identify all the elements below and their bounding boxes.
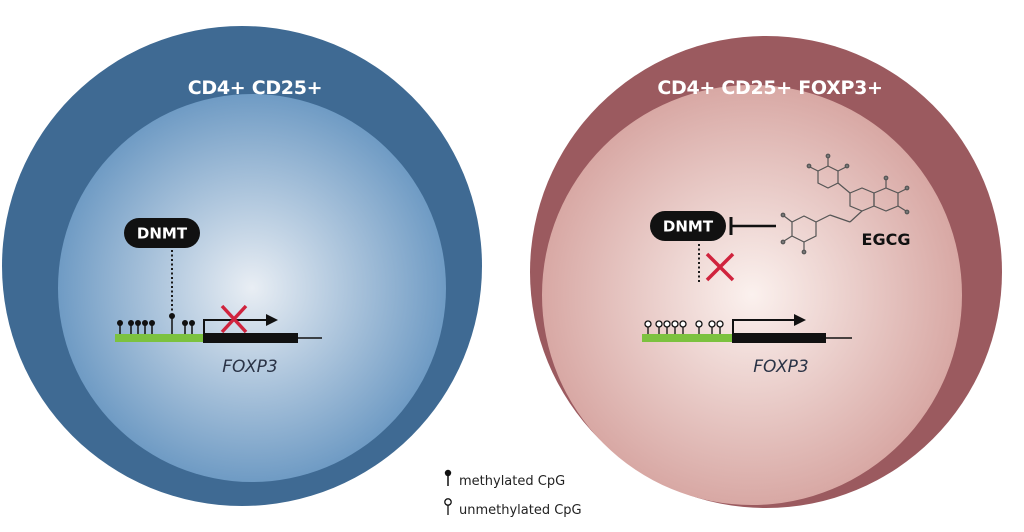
legend-unmethylated-icon <box>444 498 452 515</box>
egcg-label: EGCG <box>862 230 911 249</box>
methylated-cpg-marker <box>182 320 188 334</box>
right-cell: CD4+ CD25+ FOXP3+ DNMT <box>530 36 1002 508</box>
left-dnmt-label: DNMT <box>137 225 188 243</box>
right-foxp3-promoter <box>642 334 732 342</box>
methylated-cpg-marker <box>128 320 134 334</box>
methylated-cpg-marker <box>189 320 195 334</box>
right-tss-arrow <box>732 319 796 333</box>
right-tss-arrowhead <box>794 314 806 326</box>
left-tss-arrow <box>203 319 268 333</box>
unmethylated-cpg-marker <box>708 320 716 334</box>
legend-unmethylated-label: unmethylated CpG <box>459 503 582 518</box>
left-tss-arrowhead <box>266 314 278 326</box>
left-foxp3-gene-body <box>203 333 298 343</box>
right-cell-title: CD4+ CD25+ FOXP3+ <box>657 77 882 99</box>
unmethylated-cpg-marker <box>716 320 724 334</box>
methylated-cpg-marker <box>117 320 123 334</box>
unmethylated-cpg-marker <box>644 320 652 334</box>
right-dnmt-pill <box>650 211 726 241</box>
legend: methylated CpG unmethylated CpG <box>444 469 582 518</box>
right-unmethylated-cpg-group <box>644 320 724 334</box>
left-gene-label: FOXP3 <box>222 357 277 377</box>
unmethylated-cpg-marker <box>679 320 687 334</box>
right-dnmt-badge: DNMT <box>650 211 726 241</box>
left-methylated-cpg-group <box>117 313 195 334</box>
unmethylated-cpg-marker <box>671 320 679 334</box>
unmethylated-cpg-marker <box>655 320 663 334</box>
methylated-cpg-marker <box>169 313 175 334</box>
left-cell-nucleus <box>58 94 446 482</box>
left-cell-title: CD4+ CD25+ <box>188 77 323 99</box>
right-methylation-block-icon <box>705 252 735 282</box>
methylated-cpg-marker <box>135 320 141 334</box>
unmethylated-cpg-marker <box>695 320 703 334</box>
right-dnmt-label: DNMT <box>663 218 714 236</box>
left-dnmt-pill <box>124 218 200 248</box>
egcg-molecule-icon <box>780 153 910 255</box>
methylated-cpg-marker <box>142 320 148 334</box>
left-dnmt-badge: DNMT <box>124 218 200 248</box>
left-transcription-block-icon <box>220 304 248 334</box>
right-cell-nucleus <box>542 85 962 505</box>
legend-methylated-label: methylated CpG <box>459 474 565 489</box>
unmethylated-cpg-marker <box>663 320 671 334</box>
legend-methylated-icon <box>444 469 452 486</box>
right-gene-label: FOXP3 <box>753 357 808 377</box>
right-foxp3-gene-body <box>732 333 826 343</box>
left-cell: CD4+ CD25+ DNMT F <box>2 26 482 506</box>
left-foxp3-promoter <box>115 334 203 342</box>
methylated-cpg-marker <box>149 320 155 334</box>
